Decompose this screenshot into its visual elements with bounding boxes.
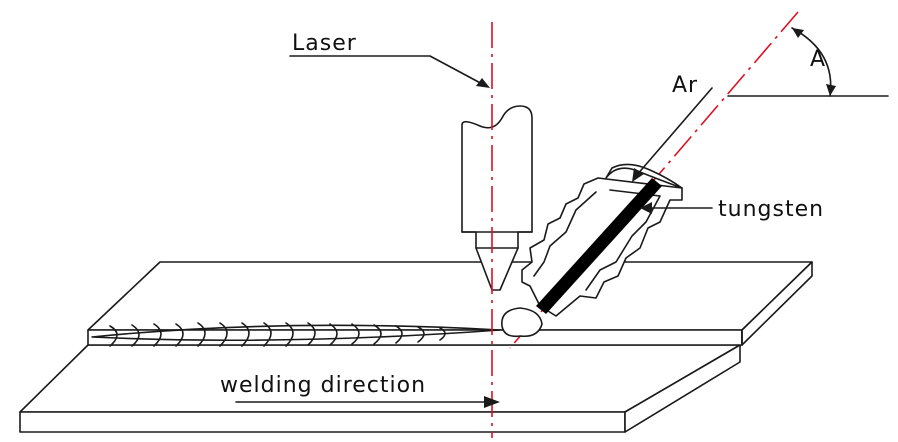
weld-bead: [91, 322, 501, 347]
laser-head: [461, 22, 533, 438]
laser-nozzle: [461, 105, 533, 291]
welding-direction-arrow: [484, 396, 500, 408]
tig-torch: [501, 11, 799, 349]
laser-leader: [289, 55, 487, 87]
leaders: [235, 55, 713, 408]
angle-reference: [727, 27, 889, 97]
angle-arrow-bottom: [826, 84, 836, 96]
weld-bead-outline: [91, 324, 501, 342]
laser-label: Laser: [292, 31, 357, 56]
front-plate-side: [624, 344, 741, 433]
laser-leader-arrow: [476, 78, 490, 88]
welding-direction-label: welding direction: [220, 373, 426, 398]
torch-cap: [605, 163, 683, 189]
tungsten-leader-arrow: [640, 202, 652, 214]
tungsten-electrode: [536, 178, 662, 314]
torch-inner-right: [585, 189, 661, 291]
tungsten-label: tungsten: [718, 197, 824, 222]
angle-label: A: [810, 47, 826, 72]
argon-leader: [635, 87, 713, 177]
weld-ripples: [109, 322, 446, 347]
argon-leader-arrow: [632, 168, 644, 182]
workpiece: [19, 261, 813, 433]
angle-arrow-top: [792, 28, 804, 38]
front-plate-front: [19, 411, 626, 433]
back-plate-top: [87, 261, 813, 331]
torch-inner-left: [533, 191, 597, 277]
back-plate-front: [87, 329, 743, 346]
arc-zone: [501, 307, 543, 338]
argon-label: Ar: [672, 73, 698, 98]
